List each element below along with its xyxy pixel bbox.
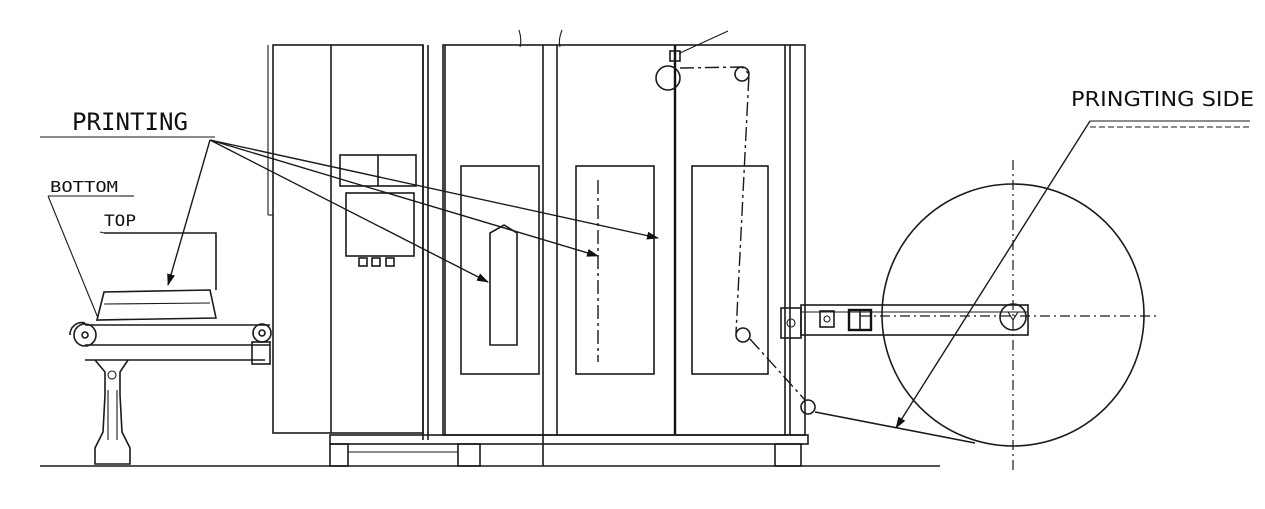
annotations [40, 120, 1250, 429]
control-cabinet [267, 44, 429, 440]
printing-machine-body [329, 29, 809, 467]
web-path [655, 65, 976, 444]
label-top: TOP [104, 211, 136, 230]
unwind-unit [780, 160, 1160, 470]
label-bottom: BOTTOM [50, 178, 118, 196]
label-printing-side: PRINGTING SIDE [1071, 87, 1254, 111]
label-printing: PRINTING [72, 108, 188, 136]
output-conveyor [69, 232, 272, 465]
